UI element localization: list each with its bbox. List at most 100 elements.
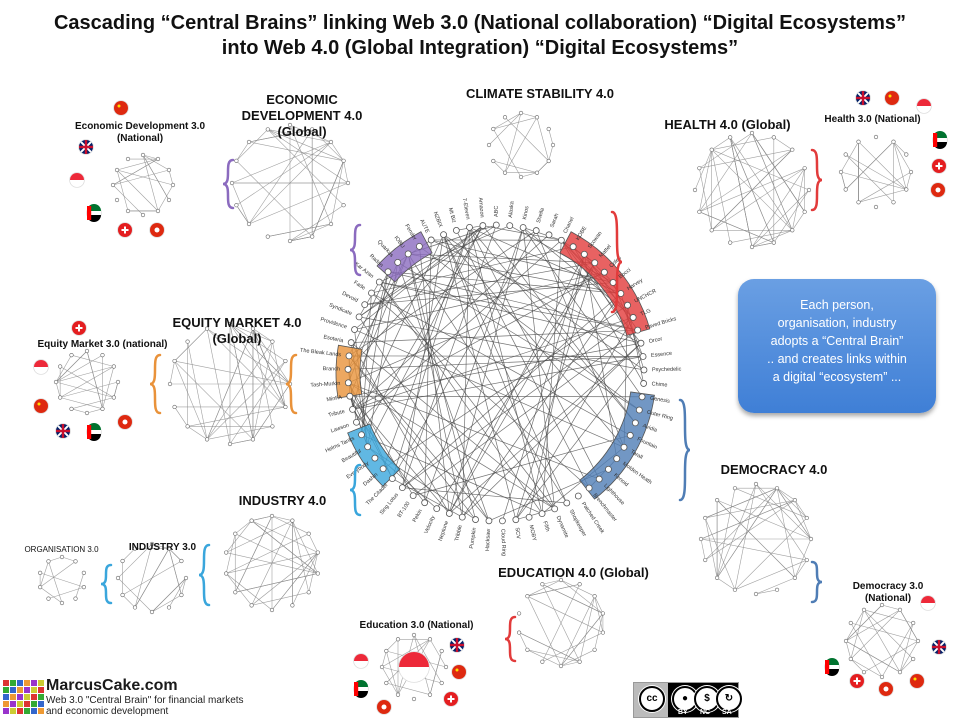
network-link bbox=[699, 132, 753, 212]
network-node bbox=[897, 670, 903, 675]
central-node bbox=[371, 454, 379, 462]
network-node bbox=[697, 209, 702, 214]
network-node bbox=[838, 169, 844, 175]
central-link bbox=[379, 281, 642, 344]
network-link bbox=[206, 328, 291, 385]
network-link bbox=[116, 169, 174, 186]
network-link bbox=[699, 211, 774, 243]
central-link bbox=[407, 253, 568, 504]
central-node bbox=[351, 326, 358, 333]
network-node bbox=[265, 234, 270, 239]
sa-share-icon: ↻ bbox=[716, 686, 742, 712]
central-node-label: TLG bbox=[640, 308, 652, 318]
central-node bbox=[580, 250, 588, 258]
network-node bbox=[558, 663, 564, 669]
central-node bbox=[613, 455, 621, 463]
network-link bbox=[776, 488, 812, 540]
logo-block bbox=[17, 708, 23, 714]
central-link bbox=[462, 293, 622, 518]
network-link bbox=[229, 323, 291, 385]
central-node-label: Hacksaw bbox=[485, 529, 492, 552]
network-link bbox=[734, 483, 757, 590]
central-node-label: The Bleak Lands bbox=[300, 348, 342, 359]
network-link bbox=[234, 515, 273, 593]
network-link bbox=[231, 141, 332, 184]
network-link bbox=[134, 543, 153, 608]
central-node-label: Devoid bbox=[341, 291, 359, 304]
logo-block bbox=[3, 708, 9, 714]
brace-education bbox=[504, 615, 517, 663]
network-node bbox=[269, 607, 275, 613]
central-node-label: Tash-Murkin bbox=[310, 381, 340, 389]
flag-band bbox=[87, 206, 92, 220]
network-node bbox=[110, 182, 116, 188]
central-link bbox=[449, 254, 585, 514]
hongkong-flag-icon bbox=[117, 414, 133, 430]
network-node bbox=[100, 406, 105, 411]
logo-block bbox=[38, 701, 44, 707]
network-link bbox=[776, 487, 808, 519]
flag-star bbox=[37, 402, 41, 406]
china-flag-icon bbox=[884, 90, 900, 106]
central-link bbox=[352, 317, 634, 410]
network-link bbox=[711, 137, 774, 150]
network-node bbox=[749, 130, 755, 136]
network-link bbox=[548, 128, 554, 146]
central-link bbox=[402, 293, 622, 488]
network-node bbox=[290, 518, 295, 523]
central-link bbox=[379, 281, 543, 514]
network-node bbox=[732, 587, 738, 592]
central-link bbox=[350, 342, 450, 514]
network-link bbox=[863, 609, 901, 673]
central-node bbox=[440, 231, 447, 238]
network-node bbox=[502, 170, 508, 175]
switzerland-flag-icon bbox=[71, 320, 87, 336]
network-link bbox=[906, 171, 912, 190]
uae-flag-icon bbox=[824, 658, 840, 676]
network-link bbox=[881, 622, 914, 678]
brand-block: MarcusCake.com Web 3.0 "Central Brain" f… bbox=[46, 677, 244, 717]
network-node bbox=[856, 139, 861, 144]
brand-tagline-line1: Web 3.0 "Central Brain" for financial ma… bbox=[46, 695, 244, 706]
network-node bbox=[345, 180, 351, 186]
network-node bbox=[120, 558, 125, 564]
network-node bbox=[341, 158, 346, 163]
network-node bbox=[132, 546, 138, 551]
logo-block bbox=[10, 687, 16, 693]
network-node bbox=[234, 158, 239, 163]
network-node bbox=[140, 152, 146, 158]
central-node bbox=[538, 510, 546, 518]
central-node-label: Fifth bbox=[541, 520, 550, 532]
network-node bbox=[897, 607, 903, 612]
network-link bbox=[840, 171, 846, 190]
network-link bbox=[527, 579, 562, 597]
network-link bbox=[594, 596, 604, 633]
logo-block bbox=[38, 708, 44, 714]
network-link bbox=[174, 406, 188, 427]
network-node bbox=[283, 404, 288, 410]
central-link bbox=[382, 227, 470, 469]
central-node bbox=[506, 222, 514, 230]
central-node-label: Kinos bbox=[522, 205, 530, 220]
central-node bbox=[421, 499, 429, 507]
network-node bbox=[792, 575, 797, 580]
logo-block bbox=[38, 680, 44, 686]
flag-flower bbox=[935, 187, 941, 193]
network-link bbox=[267, 129, 344, 162]
network-node bbox=[149, 541, 155, 547]
network-node bbox=[246, 139, 252, 145]
network-link bbox=[893, 141, 912, 173]
network-link bbox=[705, 499, 796, 561]
central-node-label: Neptune bbox=[438, 520, 450, 542]
flag-star bbox=[888, 94, 892, 98]
central-node bbox=[368, 289, 375, 297]
network-link bbox=[206, 426, 273, 440]
central-node-label: Providence bbox=[320, 317, 348, 331]
central-node-label: Harvey bbox=[626, 278, 644, 293]
central-node bbox=[639, 353, 647, 360]
network-node bbox=[891, 200, 896, 205]
logo-block bbox=[17, 680, 23, 686]
central-link bbox=[456, 230, 590, 489]
central-node-label: MOBY bbox=[528, 524, 538, 541]
network-link bbox=[267, 129, 349, 184]
